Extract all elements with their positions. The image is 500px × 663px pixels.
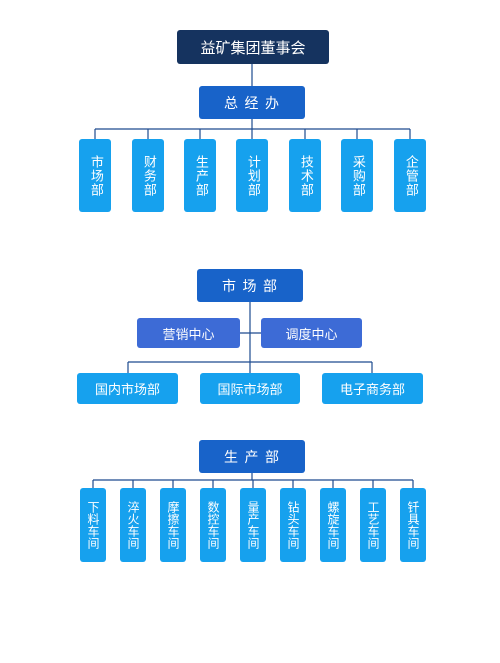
dept-node: 生产部 bbox=[184, 139, 216, 212]
market-unit-node: 国内市场部 bbox=[77, 373, 178, 404]
workshop-node: 工艺车间 bbox=[360, 488, 386, 562]
dept-node: 财务部 bbox=[132, 139, 164, 212]
workshop-node: 螺旋车间 bbox=[320, 488, 346, 562]
workshop-node: 下料车间 bbox=[80, 488, 106, 562]
market-unit-node: 国际市场部 bbox=[200, 373, 300, 404]
workshop-node: 摩擦车间 bbox=[160, 488, 186, 562]
market-unit-node: 电子商务部 bbox=[322, 373, 423, 404]
office-node: 总 经 办 bbox=[199, 86, 305, 119]
workshop-node: 钻头车间 bbox=[280, 488, 306, 562]
workshop-node: 量产车间 bbox=[240, 488, 266, 562]
dept-node: 采购部 bbox=[341, 139, 373, 212]
dept-node: 市场部 bbox=[79, 139, 111, 212]
production-dept-node: 生 产 部 bbox=[199, 440, 305, 473]
workshop-node: 淬火车间 bbox=[120, 488, 146, 562]
workshop-node: 钎具车间 bbox=[400, 488, 426, 562]
center-node: 营销中心 bbox=[137, 318, 240, 348]
dept-node: 计划部 bbox=[236, 139, 268, 212]
board-node: 益矿集团董事会 bbox=[177, 30, 329, 64]
dept-node: 技术部 bbox=[289, 139, 321, 212]
dept-node: 企管部 bbox=[394, 139, 426, 212]
center-node: 调度中心 bbox=[261, 318, 362, 348]
market-dept-node: 市 场 部 bbox=[197, 269, 303, 302]
workshop-node: 数控车间 bbox=[200, 488, 226, 562]
